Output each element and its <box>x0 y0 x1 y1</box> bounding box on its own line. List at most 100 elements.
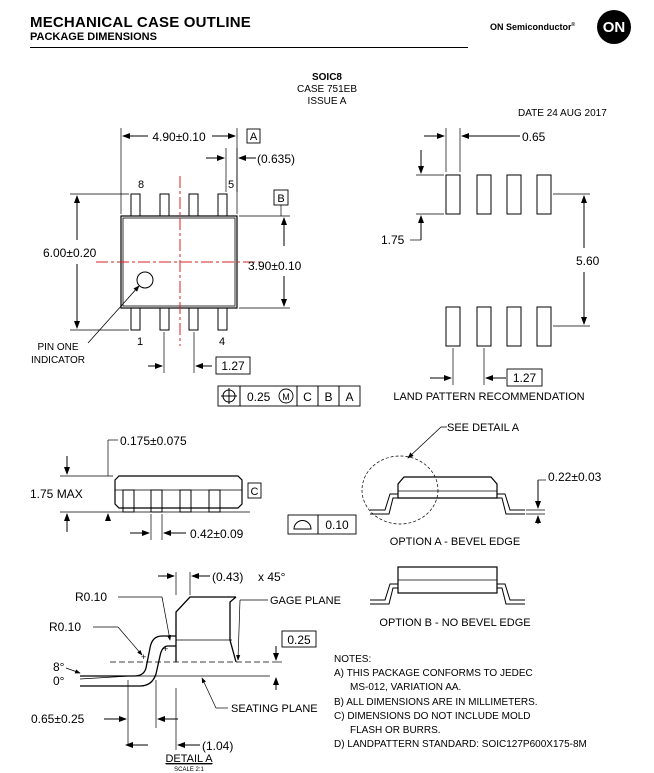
notes-block: NOTES: A) THIS PACKAGE CONFORMS TO JEDEC… <box>334 653 587 752</box>
detail-body <box>175 596 236 662</box>
lp-pitch: 1.27 <box>513 371 537 385</box>
svg-text:+: + <box>141 652 146 662</box>
radius-2: R0.10 <box>49 620 81 634</box>
pin-one-label-1: PIN ONE <box>37 342 78 353</box>
side-lead-3 <box>179 489 192 513</box>
dim-lead-thickness: 0.22±0.03 <box>548 470 602 484</box>
pin-label-8: 8 <box>138 179 144 191</box>
package-issue: ISSUE A <box>307 96 347 107</box>
note-c-cont: FLASH OR BURRS. <box>350 725 441 737</box>
mmc-icon <box>278 388 294 404</box>
lead-1 <box>130 307 141 331</box>
option-b-view: OPTION B - NO BEVEL EDGE <box>370 566 531 629</box>
side-lead-4 <box>208 489 221 513</box>
pitch-box <box>215 356 251 375</box>
gage-height-box <box>281 630 317 648</box>
dim-standoff: 0.175±0.075 <box>120 434 187 448</box>
feature-control-frame: 0.25 M C B A <box>217 385 361 407</box>
top-view: 4.90±0.10 A (0.635) B 3.90±0.10 6.00±0.2… <box>31 128 361 407</box>
fcf-datum-a: A <box>345 390 353 404</box>
svg-text:+: + <box>163 644 168 654</box>
note-a: A) THIS PACKAGE CONFORMS TO JEDEC <box>334 668 533 680</box>
pin-label-4: 4 <box>219 336 225 348</box>
dim-0635: (0.635) <box>257 152 295 166</box>
pin-label-1: 1 <box>137 336 143 348</box>
dim-025: 0.25 <box>287 633 311 647</box>
dim-lead-length: (1.04) <box>202 739 233 753</box>
note-a-cont: MS-012, VARIATION AA. <box>350 682 462 694</box>
lead-2 <box>159 307 170 331</box>
page-subtitle: PACKAGE DIMENSIONS <box>30 31 157 43</box>
datum-a: A <box>250 131 258 143</box>
land-pad-bottom-2 <box>476 306 492 347</box>
top-pitch: 1.27 <box>221 359 245 373</box>
lead-5 <box>217 193 228 217</box>
land-pattern: 0.65 1.75 5.60 1.27 LAND PATTERN RECOMME… <box>381 128 600 403</box>
option-a-caption: OPTION A - BEVEL EDGE <box>390 536 520 548</box>
flatness-frame <box>287 514 357 535</box>
notes-heading: NOTES: <box>334 654 372 665</box>
land-pad-top-4 <box>536 174 552 215</box>
lead-4 <box>217 307 228 331</box>
see-detail-a: SEE DETAIL A <box>447 422 520 434</box>
package-name: SOIC8 <box>311 72 342 83</box>
radius-1: R0.10 <box>75 590 107 604</box>
lead-6 <box>188 193 199 217</box>
datum-b: B <box>277 193 284 205</box>
lp-caption: LAND PATTERN RECOMMENDATION <box>393 391 584 403</box>
lp-pitch-box <box>506 368 543 387</box>
detail-a-scale: SCALE 2:1 <box>174 767 204 773</box>
seating-plane-label: SEATING PLANE <box>231 703 318 715</box>
option-a-view: SEE DETAIL A 0.22±0.03 OPTION A - BEVEL … <box>361 422 602 548</box>
side-body <box>114 475 243 509</box>
detail-a-circle <box>361 455 439 525</box>
pin-label-5: 5 <box>228 179 234 191</box>
lp-dim-065: 0.65 <box>522 130 546 144</box>
note-b: B) ALL DIMENSIONS ARE IN MILLIMETERS. <box>334 696 538 708</box>
fcf-tolerance: 0.25 <box>247 390 271 404</box>
dim-lead-width: 0.42±0.09 <box>190 527 244 541</box>
lead-3 <box>188 307 199 331</box>
header-rule <box>30 47 468 48</box>
angle-0: 0° <box>53 674 65 688</box>
land-pad-bottom-4 <box>536 306 552 347</box>
note-d: D) LANDPATTERN STANDARD: SOIC127P600X175… <box>334 739 587 751</box>
lead-8 <box>130 193 141 217</box>
side-lead-2 <box>150 489 163 513</box>
brand-name: ON Semiconductor® <box>490 22 576 32</box>
option-a-body <box>397 476 498 499</box>
page-title: MECHANICAL CASE OUTLINE <box>30 14 251 31</box>
option-b-caption: OPTION B - NO BEVEL EDGE <box>379 617 530 629</box>
datum-c-box <box>247 482 262 499</box>
land-pad-bottom-3 <box>506 306 522 347</box>
fcf-datum-c: C <box>303 390 312 404</box>
dim-043: (0.43) <box>212 570 243 584</box>
dim-foot-length: 0.65±0.25 <box>31 712 85 726</box>
lead-7 <box>159 193 170 217</box>
fcf-datum-b: B <box>324 390 332 404</box>
lp-dim-175: 1.75 <box>381 233 405 247</box>
detail-a-view: + + (0.43) x 45° R0.10 R0.10 GAGE PLANE … <box>31 570 341 773</box>
dim-length: 4.90±0.10 <box>152 130 206 144</box>
fcf-mmc: M <box>282 392 290 402</box>
datum-a-box <box>246 128 261 144</box>
pin-one-label-2: INDICATOR <box>31 355 85 366</box>
pin-one-dot <box>136 271 154 289</box>
document-date: DATE 24 AUG 2017 <box>518 108 607 119</box>
land-pad-top-2 <box>476 174 492 215</box>
datum-c: C <box>251 486 259 498</box>
on-semi-logo: ON <box>597 10 631 44</box>
lp-dim-560: 5.60 <box>576 254 600 268</box>
dim-body-width: 3.90±0.10 <box>248 259 302 273</box>
land-pad-top-1 <box>445 174 461 215</box>
gage-plane-label: GAGE PLANE <box>270 595 341 607</box>
angle-8: 8° <box>53 660 65 674</box>
note-c: C) DIMENSIONS DO NOT INCLUDE MOLD <box>334 710 531 722</box>
flatness-value: 0.10 <box>325 518 349 532</box>
dim-height: 1.75 MAX <box>30 487 83 501</box>
side-lead-1 <box>122 489 135 513</box>
detail-lead <box>80 635 176 677</box>
dim-total-width: 6.00±0.20 <box>43 246 97 260</box>
land-pad-bottom-1 <box>445 306 461 347</box>
